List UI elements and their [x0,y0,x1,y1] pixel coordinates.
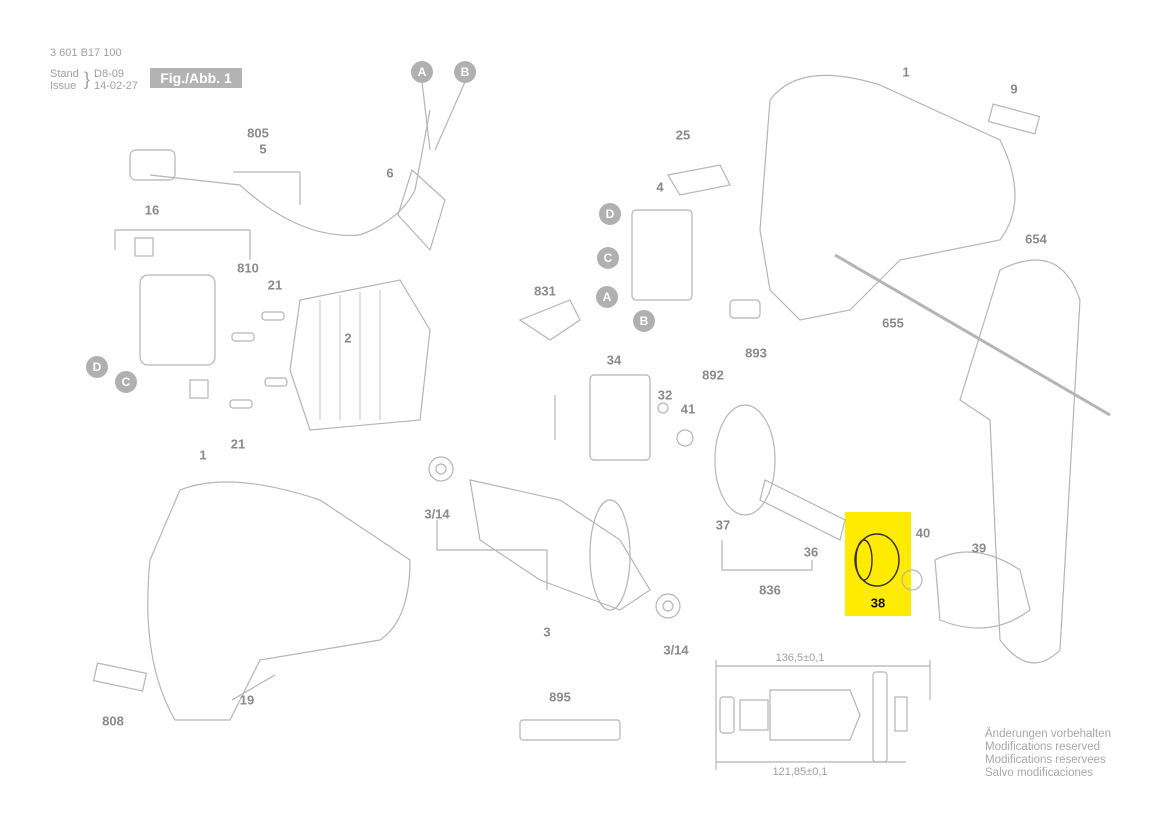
part-label-810[interactable]: 810 [237,260,259,276]
power-cord [149,109,431,237]
part-label-40[interactable]: 40 [915,525,931,541]
part-label-38[interactable]: 38 [870,595,886,611]
connector-d-switch: D [599,203,621,225]
part-label-5[interactable]: 5 [259,141,267,157]
note-de: Änderungen vorbehalten [985,728,1111,740]
part-label-34[interactable]: 34 [606,352,622,368]
issue-label: Issue [50,80,77,92]
part-label-4[interactable]: 4 [656,179,664,195]
cover-831 [518,299,581,341]
housing-half-right [759,74,1016,321]
brace: } [84,69,91,89]
dimension-overall: 136,5±0,1 [775,652,825,664]
part-label-836[interactable]: 836 [759,582,781,598]
connector-a-switch: A [596,286,618,308]
part-label-25[interactable]: 25 [675,127,691,143]
washer-40 [901,569,923,591]
issue-date: 14-02-27 [94,80,139,92]
part-label-19[interactable]: 19 [239,692,255,708]
armature [469,479,651,611]
stand-date: D8-09 [94,68,124,80]
part-label-16[interactable]: 16 [144,202,160,218]
grease-tube [519,719,621,741]
carbon-brush [189,379,209,399]
connector-c-switch: C [597,247,619,269]
part-label-3-14b[interactable]: 3/14 [663,642,689,658]
figure-label: Fig./Abb. 1 [150,68,242,88]
part-label-892[interactable]: 892 [702,367,724,383]
part-number: 3 601 B17 100 [50,47,122,59]
part-label-21[interactable]: 21 [267,277,283,293]
housing-half-left [147,481,411,721]
plug [129,149,176,181]
auxiliary-handle [959,259,1081,664]
screw-19 [231,674,276,701]
dimension-inner: 121,85±0,1 [772,766,828,778]
connector-a-cord: A [411,61,433,83]
part-label-36[interactable]: 36 [803,544,819,560]
part-label-895[interactable]: 895 [549,689,571,705]
carbon-brush [134,237,154,257]
part-label-654[interactable]: 654 [1025,231,1047,247]
pins [229,311,288,409]
part-label-805[interactable]: 805 [247,125,269,141]
connector-c-brush: C [115,371,137,393]
depth-rod [834,253,1111,417]
part-label-39[interactable]: 39 [971,540,987,556]
part-label-41[interactable]: 41 [680,401,696,417]
part-label-893[interactable]: 893 [745,345,767,361]
part-label-808[interactable]: 808 [102,713,124,729]
field-stator [289,279,431,431]
brush-holder [139,274,216,366]
spindle-36 [759,479,846,541]
part-893 [729,299,761,319]
label-9 [987,103,1041,135]
part-label-32[interactable]: 32 [657,387,673,403]
gear-37 [714,404,776,516]
part-label-3-14[interactable]: 3/14 [424,506,450,522]
connector-b-switch: B [633,310,655,332]
cord-sleeve [397,168,446,252]
connector-d-brush: D [86,356,108,378]
part-label-37[interactable]: 37 [715,517,731,533]
note-en: Modifications reserved [985,741,1101,753]
part-label-6[interactable]: 6 [386,165,394,181]
note-fr: Modifications reservees [985,754,1106,766]
part-label-1-left[interactable]: 1 [199,447,207,463]
part-label-9[interactable]: 9 [1010,81,1018,97]
part-label-2[interactable]: 2 [344,330,352,346]
plate-34 [589,374,651,461]
part-label-831[interactable]: 831 [534,283,556,299]
label-808 [92,662,148,692]
stand-label: Stand [50,68,79,80]
chuck-39 [934,551,1031,629]
switch-slider [667,164,731,196]
part-label-1[interactable]: 1 [902,64,910,80]
modifications-notice: Änderungen vorbehalten Modifications res… [985,728,1111,780]
connector-b-cord: B [454,61,476,83]
coupling-38-drawing [854,533,900,587]
part-label-3[interactable]: 3 [543,624,551,640]
part-label-655[interactable]: 655 [882,315,904,331]
note-es: Salvo modificaciones [985,767,1094,779]
part-label-21b[interactable]: 21 [230,436,246,452]
switch [631,209,693,301]
